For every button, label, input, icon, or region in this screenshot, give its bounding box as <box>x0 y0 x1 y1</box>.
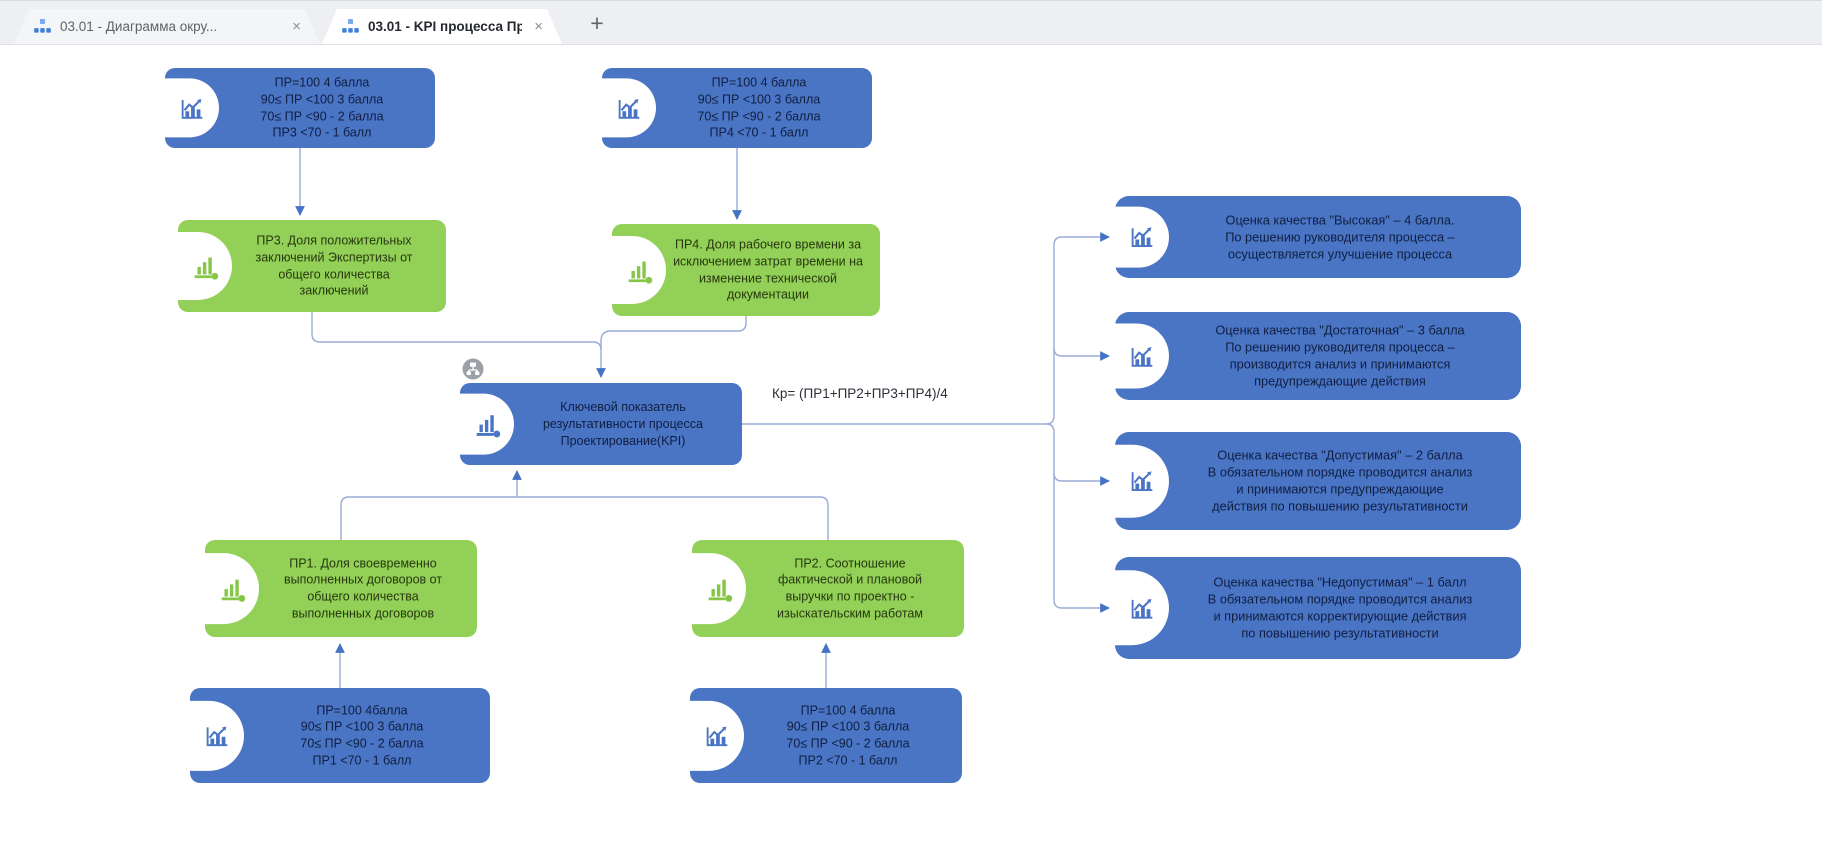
node-quality-acceptable[interactable]: Оценка качества "Допустимая" – 2 балла В… <box>1115 432 1521 530</box>
node-pr1[interactable]: ПР1. Доля своевременно выполненных догов… <box>205 540 477 637</box>
line-chart-icon <box>690 700 744 771</box>
close-icon[interactable]: × <box>292 18 301 35</box>
tab-kpi-processa[interactable]: 03.01 - KPI процесса Пр... × <box>322 9 562 44</box>
node-quality-unacceptable[interactable]: Оценка качества "Недопустимая" – 1 балл … <box>1115 557 1521 659</box>
new-tab-button[interactable]: + <box>590 9 604 36</box>
tab-bar: 03.01 - Диаграмма окру... × 03.01 - KPI … <box>0 0 1822 45</box>
node-pr3[interactable]: ПР3. Доля положительных заключений Экспе… <box>178 220 446 312</box>
bar-chart-icon <box>205 552 259 625</box>
line-chart-icon <box>165 78 219 138</box>
node-pr4[interactable]: ПР4. Доля рабочего времени за исключение… <box>612 224 880 316</box>
node-quality-sufficient[interactable]: Оценка качества "Достаточная" – 3 балла … <box>1115 312 1521 400</box>
bar-chart-icon <box>178 231 232 301</box>
tab-label: 03.01 - KPI процесса Пр... <box>368 19 523 34</box>
tab-diagram-okruzheniya[interactable]: 03.01 - Диаграмма окру... × <box>14 9 320 44</box>
kpi-formula-text[interactable]: Кр= (ПР1+ПР2+ПР3+ПР4)/4 <box>772 386 948 401</box>
line-chart-icon <box>1115 570 1169 646</box>
node-scale-pr2[interactable]: ПР=100 4 балла 90≤ ПР <100 3 балла 70≤ П… <box>690 688 962 783</box>
line-chart-icon <box>1115 323 1169 389</box>
node-scale-pr3[interactable]: ПР=100 4 балла 90≤ ПР <100 3 балла 70≤ П… <box>165 68 435 148</box>
bar-chart-icon <box>692 552 746 625</box>
node-pr2[interactable]: ПР2. Соотношение фактической и плановой … <box>692 540 964 637</box>
node-quality-high[interactable]: Оценка качества "Высокая" – 4 балла. По … <box>1115 196 1521 278</box>
node-scale-pr1[interactable]: ПР=100 4балла 90≤ ПР <100 3 балла 70≤ ПР… <box>190 688 490 783</box>
close-icon[interactable]: × <box>534 18 543 35</box>
line-chart-icon <box>1115 206 1169 268</box>
tab-label: 03.01 - Диаграмма окру... <box>60 19 218 34</box>
node-kpi[interactable]: Ключевой показатель результативности про… <box>460 383 742 465</box>
line-chart-icon <box>190 700 244 771</box>
bar-chart-icon <box>460 393 514 455</box>
node-scale-pr4[interactable]: ПР=100 4 балла 90≤ ПР <100 3 балла 70≤ П… <box>602 68 872 148</box>
line-chart-icon <box>1115 444 1169 518</box>
decomposition-badge-icon[interactable] <box>462 358 484 380</box>
bar-chart-icon <box>612 235 666 305</box>
line-chart-icon <box>602 78 656 138</box>
